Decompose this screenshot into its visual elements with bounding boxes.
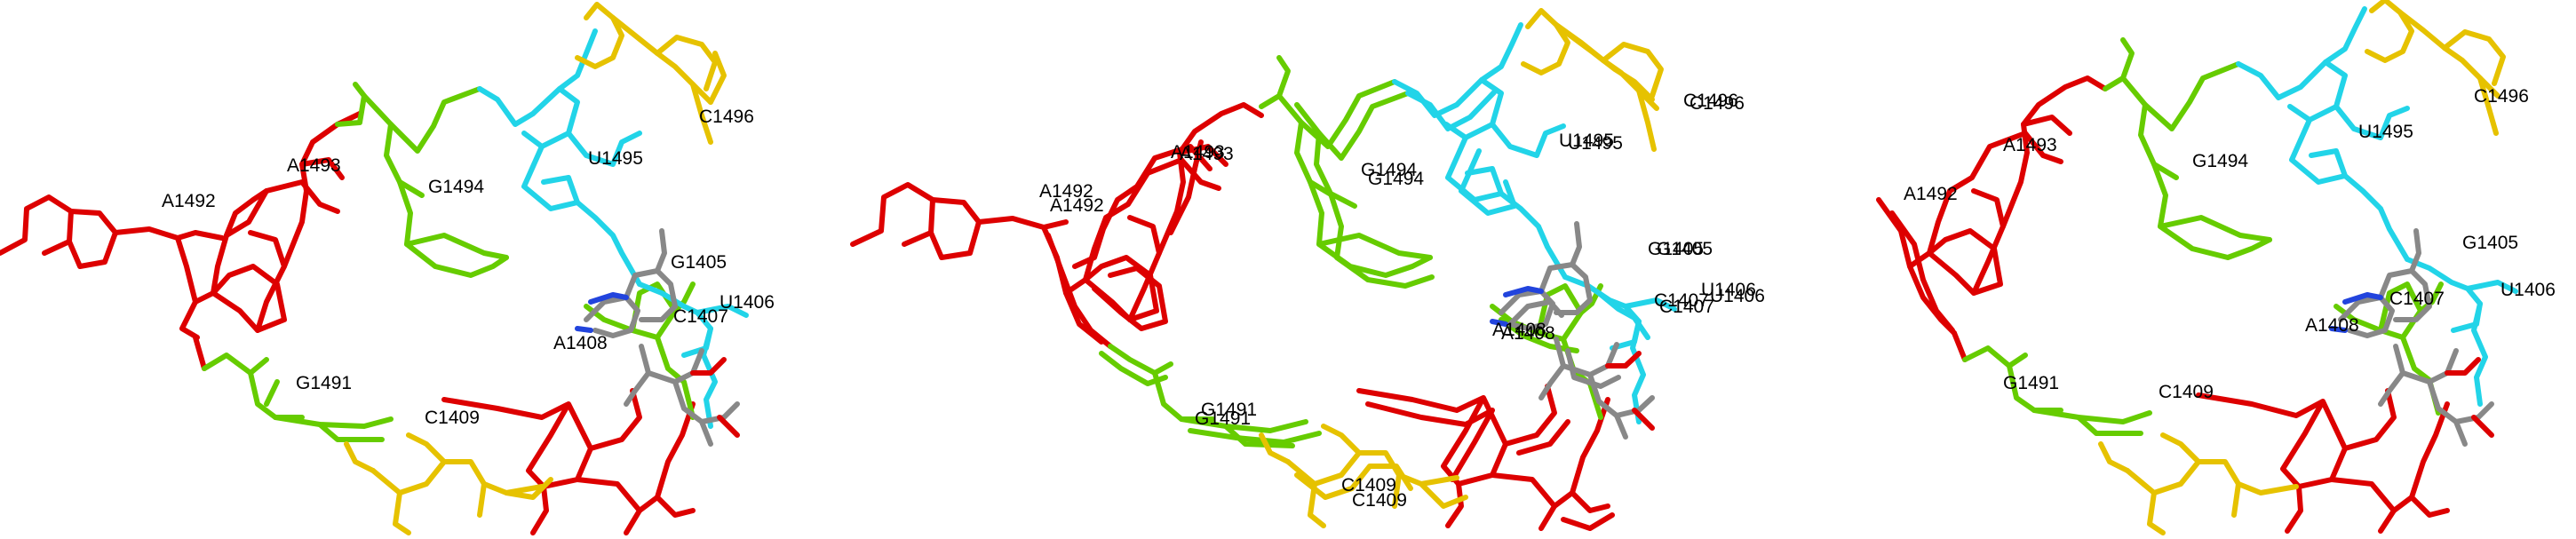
label-g1491-b: G1491 bbox=[1195, 408, 1251, 429]
panel-right: A1492 A1493 G1494 U1495 C1496 G1405 U140… bbox=[1876, 0, 2556, 535]
label-g1494-b: G1494 bbox=[1368, 169, 1424, 189]
label-c1407-a: C1407 bbox=[1654, 290, 1709, 311]
label-u1495: U1495 bbox=[588, 148, 643, 169]
panel-middle: A1492 A1492 A1493 A1493 G1494 G1494 U149… bbox=[850, 8, 1765, 531]
label-c1407-b: C1407 bbox=[1659, 297, 1714, 317]
yellow-strand bbox=[1259, 8, 1664, 528]
label-u1406: U1406 bbox=[2500, 280, 2556, 300]
label-u1495-a: U1495 bbox=[1559, 131, 1614, 151]
label-g1491-a: G1491 bbox=[1201, 400, 1257, 420]
atom-accents bbox=[2329, 292, 2494, 438]
atom-accents bbox=[575, 292, 740, 438]
panel-left-labels: A1492 A1493 G1494 U1495 C1496 G1405 U140… bbox=[162, 107, 775, 428]
panel-right-labels: A1492 A1493 G1494 U1495 C1496 G1405 U140… bbox=[1904, 86, 2556, 402]
label-a1408-a: A1408 bbox=[1492, 320, 1546, 340]
label-c1409: C1409 bbox=[425, 408, 480, 428]
label-a1493: A1493 bbox=[287, 155, 341, 176]
label-g1491: G1491 bbox=[2003, 373, 2059, 393]
label-a1493: A1493 bbox=[2003, 135, 2057, 155]
label-u1406: U1406 bbox=[720, 292, 775, 313]
red-strand bbox=[0, 111, 696, 535]
yellow-strand bbox=[344, 2, 727, 535]
label-a1408-b: A1408 bbox=[1501, 323, 1555, 344]
label-c1409: C1409 bbox=[2159, 382, 2214, 402]
red-strand bbox=[850, 102, 1615, 531]
label-u1495: U1495 bbox=[2358, 122, 2413, 142]
label-c1407: C1407 bbox=[2389, 289, 2445, 309]
label-g1405: G1405 bbox=[2462, 233, 2518, 253]
label-a1492: A1492 bbox=[162, 191, 216, 211]
cyan-strand bbox=[1392, 22, 1677, 424]
label-a1492: A1492 bbox=[1904, 184, 1958, 204]
gray-strand bbox=[584, 228, 740, 447]
label-a1492-b: A1492 bbox=[1050, 195, 1104, 216]
gray-strand bbox=[1499, 221, 1655, 440]
label-a1408: A1408 bbox=[2305, 315, 2359, 336]
label-c1496-a: C1496 bbox=[1683, 91, 1738, 111]
green-strand bbox=[1962, 37, 2444, 436]
label-c1496-b: C1496 bbox=[1690, 93, 1745, 114]
gray-strand bbox=[2338, 228, 2494, 447]
label-u1406-a: U1406 bbox=[1701, 280, 1756, 300]
label-c1496: C1496 bbox=[2474, 86, 2529, 107]
label-a1492-a: A1492 bbox=[1039, 181, 1093, 202]
label-c1496: C1496 bbox=[699, 107, 754, 127]
label-u1495-b: U1495 bbox=[1568, 133, 1623, 154]
label-a1408: A1408 bbox=[553, 333, 608, 353]
yellow-strand bbox=[2098, 0, 2506, 535]
label-g1405: G1405 bbox=[671, 252, 727, 273]
panel-middle-labels: A1492 A1492 A1493 A1493 G1494 G1494 U149… bbox=[1039, 91, 1765, 511]
label-u1406-b: U1406 bbox=[1710, 286, 1765, 306]
panel-left: A1492 A1493 G1494 U1495 C1496 G1405 U140… bbox=[0, 2, 775, 535]
label-g1494-a: G1494 bbox=[1361, 160, 1417, 180]
atom-accents bbox=[1490, 286, 1655, 431]
label-a1493-b: A1493 bbox=[1180, 144, 1234, 164]
red-strand bbox=[1876, 75, 2450, 534]
label-g1405-b: G1405 bbox=[1657, 239, 1713, 259]
label-g1494: G1494 bbox=[428, 177, 484, 197]
label-g1405-a: G1405 bbox=[1648, 239, 1704, 259]
label-c1409-a: C1409 bbox=[1341, 475, 1396, 495]
label-c1409-b: C1409 bbox=[1352, 490, 1407, 511]
label-g1494: G1494 bbox=[2192, 151, 2248, 171]
label-c1407: C1407 bbox=[673, 306, 728, 327]
cyan-strand bbox=[477, 28, 749, 429]
label-a1493-a: A1493 bbox=[1171, 142, 1225, 162]
green-strand bbox=[1099, 55, 1603, 448]
label-g1491: G1491 bbox=[296, 373, 352, 393]
cyan-strand bbox=[2236, 6, 2518, 407]
green-strand bbox=[202, 82, 696, 442]
